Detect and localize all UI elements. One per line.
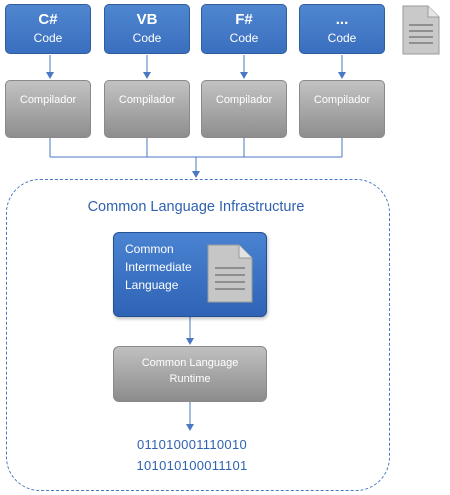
cli-title: Common Language Infrastructure bbox=[87, 199, 305, 215]
cil-label-line: Intermediate bbox=[125, 260, 192, 274]
language-name: F# bbox=[235, 11, 253, 28]
language-name: VB bbox=[136, 11, 158, 28]
compiler-box-vb: Compilador bbox=[104, 80, 190, 138]
document-icon bbox=[402, 5, 440, 55]
compiler-box-fsharp: Compilador bbox=[201, 80, 287, 138]
binary-line: 011010001110010 bbox=[136, 437, 248, 452]
language-sub: Code bbox=[132, 31, 162, 45]
language-sub: Code bbox=[33, 31, 63, 45]
cli-container bbox=[6, 179, 390, 491]
language-name: C# bbox=[38, 11, 58, 28]
fsharp-code-box: F# Code bbox=[201, 4, 287, 54]
document-icon bbox=[207, 244, 253, 303]
clr-label-line: Common Language bbox=[141, 357, 239, 369]
other-code-box: ... Code bbox=[299, 4, 385, 54]
compiler-box-other: Compilador bbox=[299, 80, 385, 138]
binary-line: 101010100011101 bbox=[136, 458, 248, 473]
cil-label-line: Common bbox=[125, 242, 174, 256]
language-sub: Code bbox=[327, 31, 357, 45]
csharp-code-box: C# Code bbox=[5, 4, 91, 54]
vb-code-box: VB Code bbox=[104, 4, 190, 54]
clr-label-line: Runtime bbox=[169, 373, 211, 385]
compiler-box-csharp: Compilador bbox=[5, 80, 91, 138]
language-sub: Code bbox=[229, 31, 259, 45]
language-name: ... bbox=[335, 11, 349, 28]
cil-box: Common Intermediate Language bbox=[113, 232, 267, 317]
cil-label-line: Language bbox=[125, 278, 179, 292]
clr-box: Common Language Runtime bbox=[113, 346, 267, 402]
